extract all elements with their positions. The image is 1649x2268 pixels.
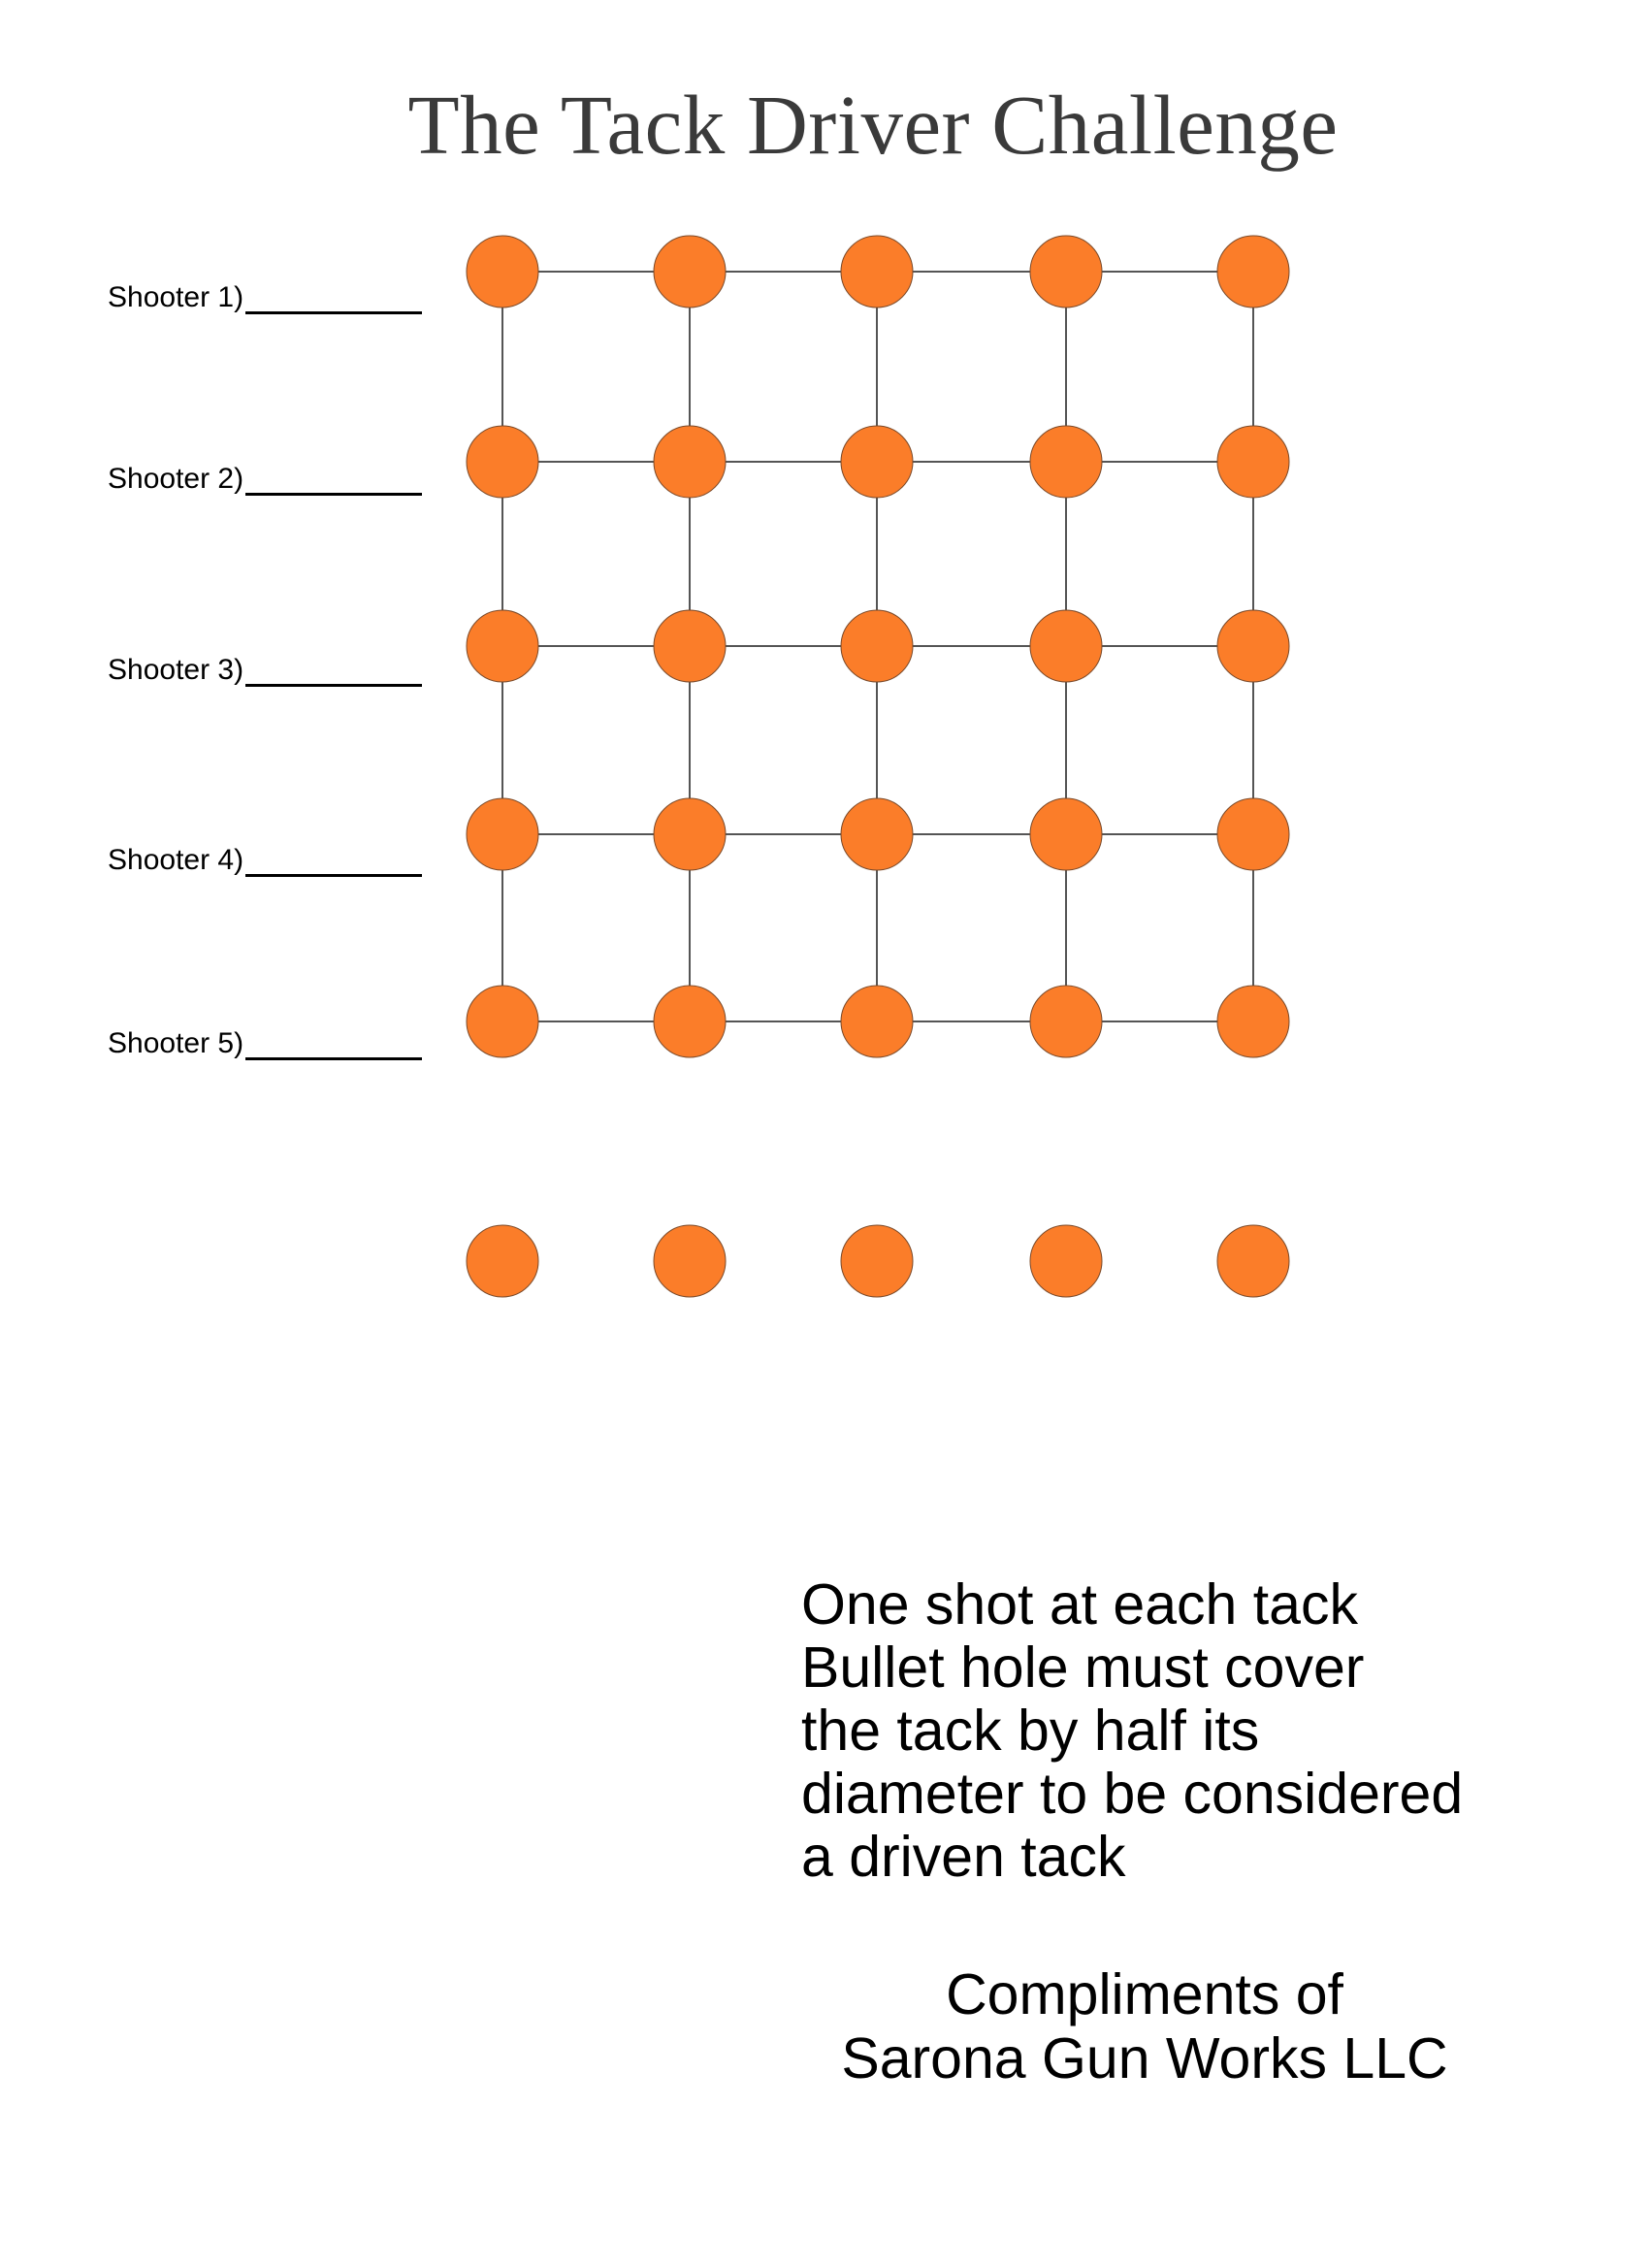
credit: Compliments of Sarona Gun Works LLC: [805, 1962, 1484, 2090]
tack-dot: [466, 425, 539, 499]
shooter-2-label: Shooter 2): [108, 463, 244, 495]
tack-dot: [840, 797, 914, 871]
shooter-5-entry: Shooter 5): [108, 1027, 423, 1060]
tack-dot: [1029, 235, 1103, 308]
shooter-3-name-blank: [245, 684, 423, 687]
shooter-1-entry: Shooter 1): [108, 281, 423, 314]
instructions-line-3: the tack by half its: [801, 1699, 1260, 1763]
tack-dot: [1029, 797, 1103, 871]
shooter-4-entry: Shooter 4): [108, 844, 423, 877]
spare-tack-dot: [653, 1224, 727, 1298]
shooter-2-entry: Shooter 2): [108, 463, 423, 496]
shooter-1-name-blank: [245, 311, 423, 314]
tack-dot: [653, 609, 727, 683]
shooter-3-entry: Shooter 3): [108, 654, 423, 687]
shooter-4-label: Shooter 4): [108, 844, 244, 876]
credit-line-2: Sarona Gun Works LLC: [841, 2026, 1448, 2090]
shooter-3-label: Shooter 3): [108, 654, 244, 686]
spare-tack-dot: [840, 1224, 914, 1298]
page-title: The Tack Driver Challenge: [407, 78, 1339, 172]
instructions-line-2: Bullet hole must cover: [801, 1636, 1365, 1700]
tack-dot: [840, 235, 914, 308]
tack-dot: [466, 985, 539, 1058]
shooter-5-label: Shooter 5): [108, 1027, 244, 1059]
spare-tack-dot: [466, 1224, 539, 1298]
spare-tack-dot: [1029, 1224, 1103, 1298]
tack-target-board: [466, 235, 1290, 1298]
tack-dot: [653, 985, 727, 1058]
tack-dot: [653, 425, 727, 499]
tack-dot: [840, 985, 914, 1058]
credit-line-1: Compliments of: [946, 1962, 1343, 2026]
tack-dot: [466, 609, 539, 683]
shooter-5-name-blank: [245, 1057, 423, 1060]
tack-dot: [1216, 797, 1290, 871]
tack-dot: [840, 609, 914, 683]
shooter-2-name-blank: [245, 493, 423, 496]
tack-dot: [1216, 425, 1290, 499]
tack-dot: [466, 797, 539, 871]
instructions-line-4: diameter to be considered: [801, 1762, 1464, 1826]
spare-tack-dot: [1216, 1224, 1290, 1298]
tack-dot: [1029, 985, 1103, 1058]
instructions-line-5: a driven tack: [801, 1825, 1126, 1889]
tack-dot: [1029, 609, 1103, 683]
shooter-1-label: Shooter 1): [108, 281, 244, 313]
instructions: One shot at each tack Bullet hole must c…: [801, 1573, 1463, 1889]
instructions-line-1: One shot at each tack: [801, 1572, 1358, 1636]
tack-dot: [1216, 985, 1290, 1058]
shooter-4-name-blank: [245, 874, 423, 877]
tack-dot: [466, 235, 539, 308]
tack-dot: [1029, 425, 1103, 499]
tack-dot: [1216, 235, 1290, 308]
tack-dot: [653, 797, 727, 871]
tack-dot: [653, 235, 727, 308]
tack-dot: [1216, 609, 1290, 683]
tack-dot: [840, 425, 914, 499]
